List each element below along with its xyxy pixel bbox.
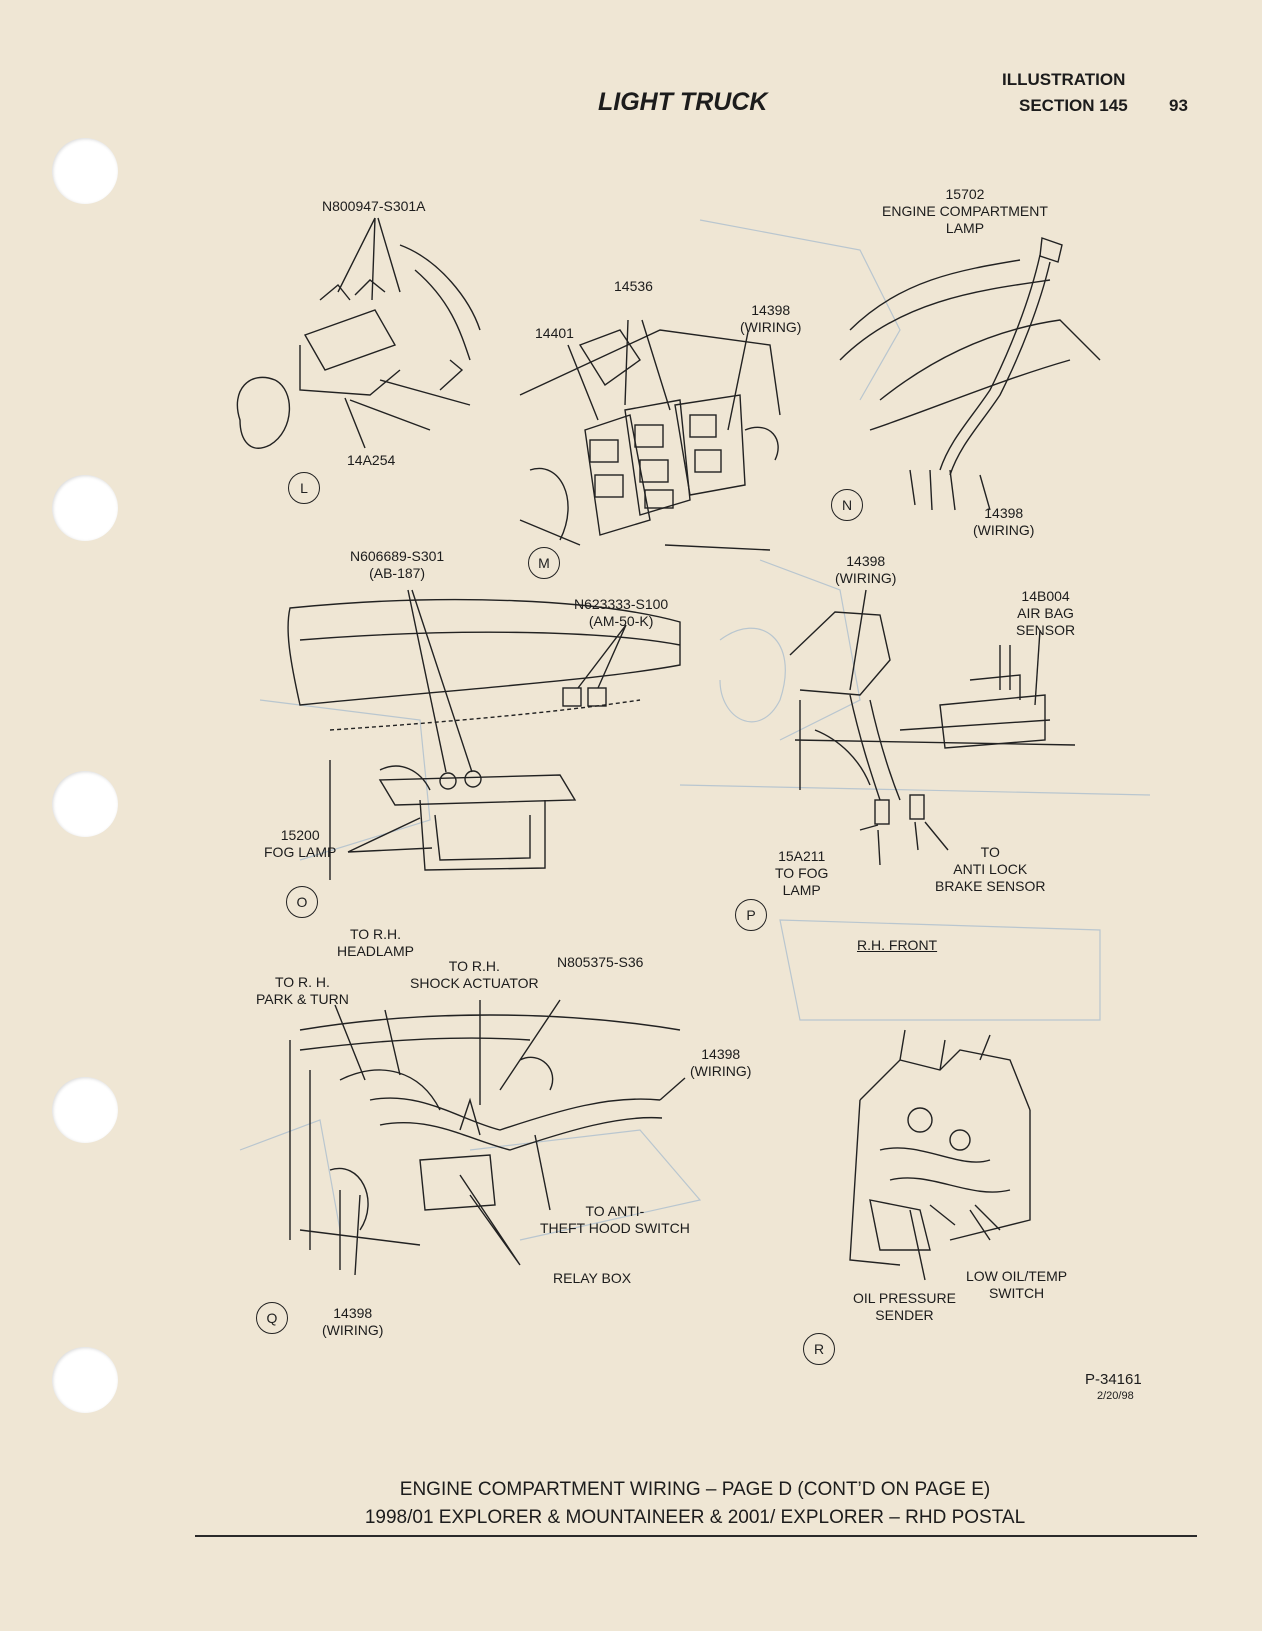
- label-oil-name: OIL PRESSURE: [853, 1290, 956, 1306]
- label-sensor-name: AIR BAG: [1017, 605, 1074, 621]
- panel-badge-r: R: [803, 1333, 835, 1365]
- binder-hole: [52, 1347, 118, 1413]
- label-wiring-text: (WIRING): [835, 570, 897, 586]
- label-fastener-ref: (AB-187): [369, 565, 426, 581]
- label-switch-name: LOW OIL/TEMP: [966, 1268, 1068, 1284]
- label-lamp-name: LAMP: [945, 220, 985, 236]
- label-fastener: N623333-S100 (AM-50-K): [574, 596, 668, 630]
- binder-hole: [52, 475, 118, 541]
- label-headlamp: TO R.H. HEADLAMP: [337, 926, 414, 960]
- label-wiring-number: 14398: [701, 1046, 741, 1062]
- label-anti-lock-name: ANTI LOCK: [953, 861, 1028, 877]
- label-wiring-number: 14398: [751, 302, 791, 318]
- label-sensor-number: 14B004: [1021, 588, 1070, 604]
- label-part-number: 14401: [535, 325, 574, 341]
- label-low-oil-temp: LOW OIL/TEMP SWITCH: [966, 1268, 1067, 1302]
- label-air-bag-sensor: 14B004 AIR BAG SENSOR: [1016, 588, 1075, 639]
- label-wiring-text: (WIRING): [973, 522, 1035, 538]
- footer-rule: [195, 1535, 1197, 1537]
- panel-badge-p: P: [735, 899, 767, 931]
- label-wiring-number: 14398: [333, 1305, 373, 1321]
- label-hood-switch: TO ANTI- THEFT HOOD SWITCH: [540, 1203, 690, 1237]
- label-wiring-text: (WIRING): [690, 1063, 752, 1079]
- label-fastener-ref: (AM-50-K): [588, 613, 654, 629]
- label-oil-pressure: OIL PRESSURE SENDER: [853, 1290, 956, 1324]
- label-park-to: TO R. H.: [274, 974, 330, 990]
- binder-hole: [52, 771, 118, 837]
- label-fastener: N805375-S36: [557, 954, 644, 970]
- label-fog-connector: 15A211 TO FOG LAMP: [775, 848, 828, 899]
- panel-badge-m: M: [528, 547, 560, 579]
- panel-r-drawing: [849, 1029, 1031, 1281]
- panel-badge-o: O: [286, 886, 318, 918]
- figure-date: 2/20/98: [1097, 1390, 1134, 1402]
- label-fastener: N606689-S301 (AB-187): [350, 548, 444, 582]
- label-part-number: 14A254: [347, 452, 396, 468]
- label-anti-lock-to: TO: [980, 844, 1000, 860]
- label-headlamp-name: HEADLAMP: [337, 943, 415, 959]
- label-engine-lamp: 15702 ENGINE COMPARTMENT LAMP: [882, 186, 1048, 237]
- label-fog-name: FOG LAMP: [264, 844, 337, 860]
- footer-line-2: 1998/01 EXPLORER & MOUNTAINEER & 2001/ E…: [364, 1507, 1026, 1528]
- label-shock-name: SHOCK ACTUATOR: [410, 975, 539, 991]
- label-fastener: N800947-S301A: [322, 198, 426, 214]
- label-fog-number: 15200: [280, 827, 320, 843]
- page-number: 93: [1169, 96, 1188, 115]
- label-park-turn: TO R. H. PARK & TURN: [256, 974, 349, 1008]
- label-wiring-text: (WIRING): [322, 1322, 384, 1338]
- panel-badge-l: L: [288, 472, 320, 504]
- label-wiring: 14398 (WIRING): [835, 553, 896, 587]
- label-anti-lock-name: BRAKE SENSOR: [935, 878, 1046, 894]
- bleed-through-ghost: [239, 219, 1151, 1241]
- label-headlamp-to: TO R.H.: [349, 926, 402, 942]
- label-oil-name: SENDER: [875, 1307, 934, 1323]
- panel-m-drawing: [519, 319, 781, 551]
- label-wiring: 14398 (WIRING): [322, 1305, 383, 1339]
- label-anti-lock: TO ANTI LOCK BRAKE SENSOR: [935, 844, 1045, 895]
- label-fastener-number: N623333-S100: [574, 596, 669, 612]
- label-wiring: 14398 (WIRING): [973, 505, 1034, 539]
- panel-p-drawing: [789, 589, 1076, 866]
- illustration-label: ILLUSTRATION: [1002, 70, 1126, 89]
- label-fog-number: 15A211: [778, 848, 826, 864]
- label-hood-name: THEFT HOOD SWITCH: [540, 1220, 690, 1236]
- label-fastener-number: N606689-S301: [350, 548, 445, 564]
- binder-hole: [52, 138, 118, 204]
- label-shock-to: TO R.H.: [448, 958, 500, 974]
- figure-number: P-34161: [1085, 1371, 1142, 1388]
- label-lamp-number: 15702: [945, 186, 985, 202]
- label-park-name: PARK & TURN: [256, 991, 349, 1007]
- label-sensor-name: SENSOR: [1016, 622, 1076, 638]
- panel-caption: R.H. FRONT: [857, 937, 938, 953]
- label-fog-lamp: 15200 FOG LAMP: [264, 827, 336, 861]
- label-wiring: 14398 (WIRING): [740, 302, 801, 336]
- section-label: SECTION 145: [1019, 96, 1128, 115]
- label-wiring-number: 14398: [984, 505, 1024, 521]
- label-wiring-number: 14398: [846, 553, 886, 569]
- footer-line-1: ENGINE COMPARTMENT WIRING – PAGE D (CONT…: [399, 1479, 991, 1500]
- label-relay-box: RELAY BOX: [553, 1270, 632, 1286]
- label-switch-name: SWITCH: [988, 1285, 1045, 1301]
- binder-hole: [52, 1077, 118, 1143]
- panel-badge-n: N: [831, 489, 863, 521]
- label-fog-to: TO FOG: [775, 865, 829, 881]
- panel-n-drawing: [839, 237, 1101, 511]
- panel-q-drawing: [289, 999, 686, 1276]
- label-fog-to: LAMP: [782, 882, 821, 898]
- document-title: LIGHT TRUCK: [598, 88, 768, 116]
- panel-l-drawing: [236, 217, 481, 449]
- label-wiring: 14398 (WIRING): [690, 1046, 751, 1080]
- panel-badge-q: Q: [256, 1302, 288, 1334]
- label-wiring-text: (WIRING): [740, 319, 802, 335]
- label-part-number: 14536: [614, 278, 653, 294]
- label-hood-to: TO ANTI-: [585, 1203, 645, 1219]
- label-shock-actuator: TO R.H. SHOCK ACTUATOR: [410, 958, 539, 992]
- label-lamp-name: ENGINE COMPARTMENT: [882, 203, 1048, 219]
- panel-o-drawing: [287, 589, 681, 880]
